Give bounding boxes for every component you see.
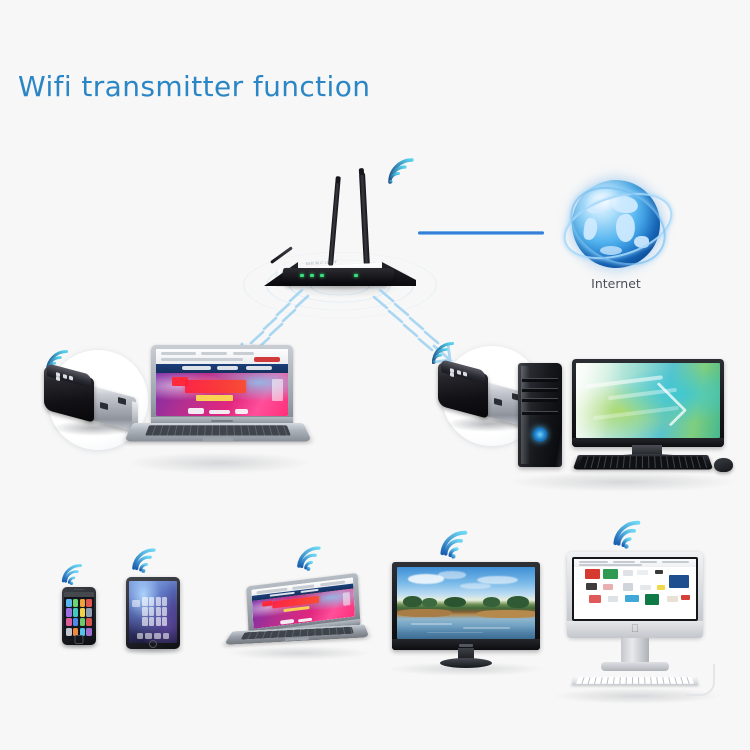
node-tv-monitor <box>392 562 540 670</box>
globe-sphere <box>572 180 660 268</box>
tv-monitor-shadow <box>386 662 546 676</box>
node-laptop-left <box>124 345 312 467</box>
product-grid-page <box>574 559 696 619</box>
tablet-home-button[interactable] <box>149 640 157 648</box>
imac-power-cable <box>685 664 715 696</box>
laptop-trackpad <box>203 437 233 441</box>
node-wireless-router: MERCURY <box>243 168 437 318</box>
laptop-base <box>124 423 312 442</box>
wifi-icon-tv-monitor <box>438 528 470 560</box>
imac-keyboard <box>571 676 699 686</box>
tablet-dock <box>136 633 170 639</box>
laptop-keyboard <box>145 425 291 436</box>
imac-stand-foot <box>601 662 669 671</box>
node-usb-wifi-adapter-left <box>44 362 144 438</box>
imac-bezel <box>572 557 698 621</box>
monitor-bezel <box>392 562 540 650</box>
node-usb-wifi-adapter-right <box>438 358 538 434</box>
laptop-screen <box>156 349 288 416</box>
connection-router-to-internet <box>418 231 544 235</box>
imac-shadow <box>552 688 722 704</box>
desktop-monitor <box>572 359 724 447</box>
monitor-stand <box>632 445 662 455</box>
laptop-trackpad <box>285 637 309 641</box>
node-laptop-bottom <box>223 572 370 662</box>
abstract-wallpaper <box>576 363 720 438</box>
desktop-shadow <box>508 472 738 492</box>
apple-logo-icon:  <box>631 624 640 635</box>
laptop-base <box>223 624 370 645</box>
laptop-left-shadow <box>126 452 312 474</box>
browser-chrome <box>156 349 288 364</box>
node-desktop-computer <box>514 355 736 490</box>
imac-stand-neck <box>621 638 649 664</box>
smartphone-body <box>62 587 96 645</box>
tablet-body <box>126 577 180 649</box>
desktop-keyboard <box>572 455 714 470</box>
laptop-lid <box>151 345 293 425</box>
node-imac:  <box>557 552 715 700</box>
nature-wallpaper <box>397 567 535 639</box>
globe-orbit-ring-2 <box>557 171 679 281</box>
tablet-screen <box>129 581 177 643</box>
imac-chin:  <box>567 621 703 638</box>
desktop-mouse <box>714 458 733 472</box>
monitor-chin <box>392 639 540 650</box>
tower-power-light <box>532 427 548 443</box>
wifi-icon-imac <box>611 518 643 550</box>
wifi-icon-laptop-bottom <box>295 544 323 572</box>
imac-screen <box>574 559 696 619</box>
wifi-icon-router <box>386 156 416 186</box>
wifi-icon-smartphone <box>60 562 84 586</box>
monitor-brand-logo <box>459 644 473 647</box>
laptop-bottom-shadow <box>226 646 372 660</box>
router-front-panel <box>280 268 396 286</box>
monitor-stand <box>458 648 474 660</box>
browser-window <box>156 349 288 416</box>
laptop-lid-chin <box>151 417 293 425</box>
wifi-icon-usb-right <box>430 340 456 366</box>
tablet-app-grid <box>142 597 168 626</box>
browser-chrome <box>574 559 696 567</box>
smartphone-screen <box>64 592 94 639</box>
smartphone-shadow <box>56 640 102 650</box>
computer-tower <box>518 363 562 467</box>
imac-enclosure:  <box>567 552 703 638</box>
site-navbar <box>156 363 288 374</box>
node-tablet <box>126 577 180 649</box>
promo-banner <box>156 373 288 416</box>
monitor-screen <box>576 363 720 438</box>
smartphone-app-grid <box>66 598 92 637</box>
monitor-foot <box>440 658 492 668</box>
wifi-icon-tablet <box>130 546 158 574</box>
internet-label: Internet <box>591 276 641 291</box>
monitor-screen <box>397 567 535 639</box>
node-smartphone <box>62 587 96 645</box>
smartphone-home-button[interactable] <box>74 635 84 644</box>
monitor-chin <box>572 438 724 447</box>
page-title: Wifi transmitter function <box>18 70 371 103</box>
node-internet: Internet <box>555 171 681 300</box>
